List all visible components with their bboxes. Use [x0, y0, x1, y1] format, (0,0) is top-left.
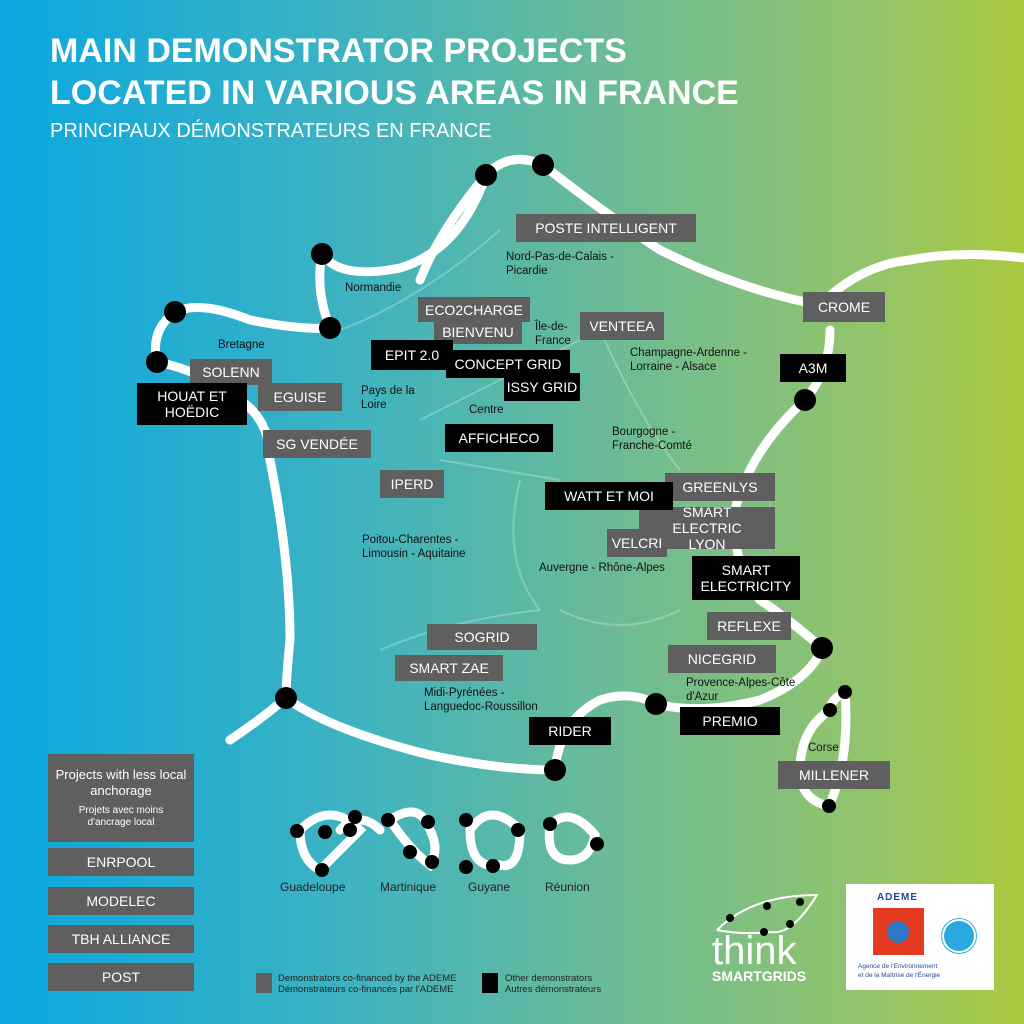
- project-epit[interactable]: EPIT 2.0: [371, 340, 453, 370]
- legend-gray-swatch: [256, 973, 272, 993]
- region-champagne: Champagne-Ardenne - Lorraine - Alsace: [630, 347, 747, 373]
- region-normandie: Normandie: [345, 282, 402, 294]
- project-sogrid[interactable]: SOGRID: [427, 624, 537, 650]
- project-smart-zae[interactable]: SMART ZAE: [395, 655, 503, 681]
- thinksmartgrids-logo: think SMARTGRIDS: [712, 890, 822, 984]
- project-millener[interactable]: MILLENER: [778, 761, 890, 789]
- project-nicegrid[interactable]: NICEGRID: [668, 645, 776, 673]
- network-leaf-icon: [716, 893, 819, 936]
- project-greenlys[interactable]: GREENLYS: [665, 473, 775, 501]
- project-eguise[interactable]: EGUISE: [258, 383, 342, 411]
- project-tbh-alliance[interactable]: TBH ALLIANCE: [48, 925, 194, 953]
- project-iperd[interactable]: IPERD: [380, 470, 444, 498]
- project-eco2charge[interactable]: ECO2CHARGE: [418, 297, 530, 322]
- title-line-2: LOCATED IN VARIOUS AREAS IN FRANCE: [50, 74, 739, 112]
- title-line-1: MAIN DEMONSTRATOR PROJECTS: [50, 32, 627, 70]
- project-crome[interactable]: CROME: [803, 292, 885, 322]
- legend-black-fr: Autres démonstrateurs: [505, 984, 602, 995]
- project-afficheco[interactable]: AFFICHECO: [445, 424, 553, 452]
- project-issy-grid[interactable]: ISSY GRID: [504, 373, 580, 401]
- label-guyane: Guyane: [468, 880, 511, 894]
- less-anchorage-subtitle: Projets avec moins d'ancrage local: [78, 805, 164, 828]
- region-idf: Île-de-France: [535, 321, 571, 347]
- project-smart-electric-lyon[interactable]: SMART ELECTRIC LYON: [639, 504, 775, 552]
- logo-think: think: [712, 929, 797, 973]
- less-anchorage-title: Projects with less local anchorage: [55, 767, 187, 798]
- map-nodes: [146, 154, 852, 877]
- region-nord: Nord-Pas-de-Calais - Picardie: [506, 251, 615, 277]
- legend-black-swatch: [482, 973, 498, 993]
- project-post[interactable]: POST: [48, 963, 194, 991]
- ademe-line-1: Agence de l'Environnement: [858, 963, 938, 970]
- ademe-fullname: Agence de l'Environnement et de la Maîtri…: [858, 962, 940, 980]
- project-rider[interactable]: RIDER: [529, 717, 611, 745]
- project-venteea[interactable]: VENTEEA: [580, 312, 664, 340]
- project-poste-intelligent[interactable]: POSTE INTELLIGENT: [516, 214, 696, 242]
- investissements-avenir-icon: [942, 919, 976, 953]
- region-bretagne: Bretagne: [218, 339, 265, 351]
- logo-smartgrids: SMARTGRIDS: [712, 968, 807, 984]
- project-watt-et-moi[interactable]: WATT ET MOI: [545, 482, 673, 510]
- label-guadeloupe: Guadeloupe: [280, 880, 346, 894]
- label-martinique: Martinique: [380, 880, 437, 894]
- region-paca: Provence-Alpes-Côte d'Azur: [686, 677, 796, 703]
- project-reflexe[interactable]: REFLEXE: [707, 612, 791, 640]
- project-enrpool[interactable]: ENRPOOL: [48, 848, 194, 876]
- project-houat-et-hoedic[interactable]: HOUAT ET HOËDIC: [137, 383, 247, 425]
- ademe-line-2: et de la Maîtrise de l'Énergie: [858, 972, 941, 979]
- less-anchorage-header: Projects with less local anchorage Proje…: [48, 754, 194, 842]
- label-reunion: Réunion: [545, 880, 590, 894]
- project-velcri[interactable]: VELCRI: [607, 529, 667, 557]
- region-auvergne: Auvergne - Rhône-Alpes: [539, 562, 665, 574]
- subtitle: PRINCIPAUX DÉMONSTRATEURS EN FRANCE: [50, 120, 492, 142]
- region-corse: Corse: [808, 742, 839, 754]
- project-smart-electricity[interactable]: SMART ELECTRICITY: [692, 556, 800, 600]
- region-bourgogne: Bourgogne - Franche-Comté: [612, 426, 692, 452]
- legend-gray-fr: Démonstrateurs co-financés par l'ADEME: [278, 984, 454, 995]
- project-premio[interactable]: PREMIO: [680, 707, 780, 735]
- region-pdl: Pays de la Loire: [361, 385, 415, 411]
- ademe-square-icon: [873, 908, 924, 955]
- legend-gray-en: Demonstrators co-financed by the ADEME: [278, 973, 457, 984]
- project-modelec[interactable]: MODELEC: [48, 887, 194, 915]
- region-poitou: Poitou-Charentes - Limousin - Aquitaine: [362, 534, 466, 560]
- region-centre: Centre: [469, 404, 504, 416]
- ademe-name: ADEME: [876, 892, 919, 903]
- project-a3m[interactable]: A3M: [780, 354, 846, 382]
- region-midi: Midi-Pyrénées - Languedoc-Roussillon: [424, 687, 538, 713]
- legend-black-en: Other demonstrators: [505, 973, 593, 984]
- project-sg-vendee[interactable]: SG VENDÉE: [263, 430, 371, 458]
- ademe-logo: ADEME Agence de l'Environnement et de la …: [846, 884, 994, 990]
- project-solenn[interactable]: SOLENN: [190, 359, 272, 385]
